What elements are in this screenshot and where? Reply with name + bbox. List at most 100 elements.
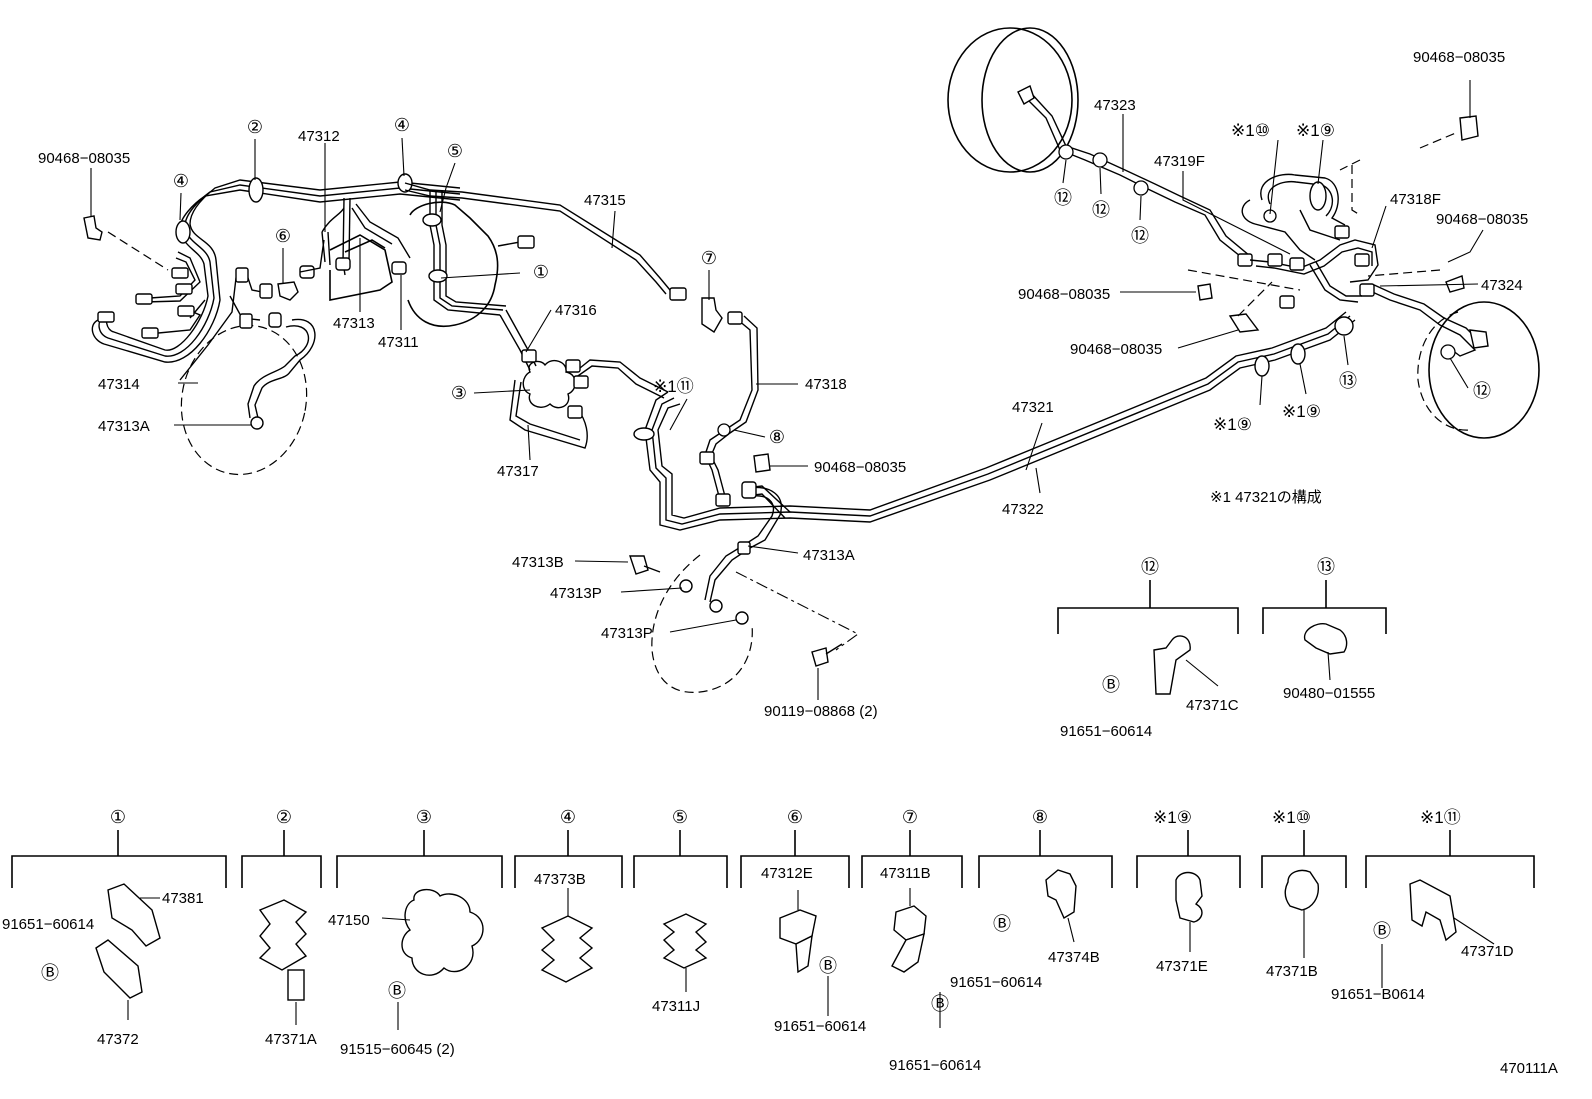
label-47311: 47311: [378, 334, 419, 351]
callout-3: ③: [451, 383, 467, 403]
kit-2-callout: ②: [276, 807, 292, 827]
callout-x9-b: ※1⑨: [1282, 402, 1321, 421]
kit-10-part: 47371B: [1266, 963, 1318, 980]
callout-4-left: ④: [173, 171, 189, 191]
rear-drum-right: [1359, 283, 1540, 439]
main-callouts: ② ④ ⑤ ④ ⑥ ① ③ ⑦ ※1⑪ ⑧ ⑫ ⑫ ⑫ ※1⑩ ※1⑨ ⑬ ※1…: [173, 115, 1491, 447]
kit-13-callout: ⑬: [1317, 557, 1335, 577]
label-90468-08035-top-right: 90468−08035: [1413, 49, 1505, 66]
label-47313a-left: 47313A: [98, 418, 150, 435]
diagram-id: 470111A: [1500, 1060, 1558, 1077]
kit-1-bolt: 91651−60614: [2, 916, 94, 933]
pipe-47318: [699, 297, 771, 507]
kit-11-callout: ※1⑪: [1420, 808, 1461, 827]
kit-9: ※1⑨ 47371E: [1136, 808, 1241, 975]
callout-12-c: ⑫: [1131, 226, 1149, 246]
label-47319f: 47319F: [1154, 153, 1205, 170]
label-47318f: 47318F: [1390, 191, 1441, 208]
kit-1: ① 47381 91651−60614 Ⓑ 47372: [2, 807, 227, 1048]
pipe-47314-branch: [179, 267, 299, 381]
kit-11-part: 47371D: [1461, 943, 1514, 960]
kit-1-part-a: 47381: [162, 890, 204, 907]
kit-11: ※1⑪ Ⓑ 47371D 91651−B0614: [1331, 808, 1535, 1003]
kit-5-part: 47311J: [652, 998, 700, 1015]
callout-2: ②: [247, 117, 263, 137]
label-47315: 47315: [584, 192, 626, 209]
kit-4-callout: ④: [560, 807, 576, 827]
callout-x9-a: ※1⑨: [1213, 415, 1252, 434]
kit-1-bolt-mark: Ⓑ: [41, 963, 59, 983]
kit-8-bolt-mark: Ⓑ: [993, 914, 1011, 934]
master-cylinder: [299, 182, 687, 327]
kit-12-bolt: 91651−60614: [1060, 723, 1152, 740]
front-left-brake-assembly: [180, 312, 316, 476]
kit-4: ④ 47373B: [514, 807, 623, 983]
kit-6-bolt: 91651−60614: [774, 1018, 866, 1035]
label-47323: 47323: [1094, 97, 1136, 114]
note-47321-composition: ※1 47321の構成: [1210, 489, 1322, 506]
kit-5-callout: ⑤: [672, 807, 688, 827]
kit-11-bolt-mark: Ⓑ: [1373, 921, 1391, 941]
label-47314: 47314: [98, 376, 140, 393]
main-labels: 90468−08035 47312 47315 47313 47311 4731…: [38, 49, 1528, 720]
label-90468-08035-right-3: 90468−08035: [1070, 341, 1162, 358]
kit-12-part: 47371C: [1186, 697, 1239, 714]
callout-12-b: ⑫: [1092, 200, 1110, 220]
kit-8-callout: ⑧: [1032, 807, 1048, 827]
label-90468-08035-left: 90468−08035: [38, 150, 130, 167]
left-pipe-bundle: [91, 173, 461, 363]
kit-11-bolt: 91651−B0614: [1331, 986, 1425, 1003]
kit-9-callout: ※1⑨: [1153, 808, 1192, 827]
kit-2: ② 47371A: [241, 807, 322, 1048]
kit-8-part: 47374B: [1048, 949, 1100, 966]
label-47312: 47312: [298, 128, 340, 145]
kit-3-bolt: 91515−60645 (2): [340, 1041, 455, 1058]
kit-8: ⑧ Ⓑ 91651−60614 47374B: [950, 807, 1113, 991]
proportioning-valve: [499, 309, 669, 449]
kit-13-part: 90480−01555: [1283, 685, 1375, 702]
kit-9-part: 47371E: [1156, 958, 1208, 975]
kit-6-bolt-mark: Ⓑ: [819, 956, 837, 976]
label-90119-08868: 90119−08868 (2): [764, 703, 878, 720]
kit-10-callout: ※1⑩: [1272, 808, 1311, 827]
label-47318: 47318: [805, 376, 847, 393]
kit-8-bolt: 91651−60614: [950, 974, 1042, 991]
kit-5: ⑤ 47311J: [633, 807, 728, 1015]
callout-8: ⑧: [769, 427, 785, 447]
callout-13: ⑬: [1339, 371, 1357, 391]
label-47321: 47321: [1012, 399, 1054, 416]
kit-7-bolt: 91651−60614: [889, 1057, 981, 1074]
label-90468-08035-mid: 90468−08035: [814, 459, 906, 476]
callout-x10: ※1⑩: [1231, 121, 1270, 140]
label-47324: 47324: [1481, 277, 1523, 294]
kit-6-callout: ⑥: [787, 807, 803, 827]
kit-1-part-b: 47372: [97, 1031, 139, 1048]
kit-12-bolt-mark: Ⓑ: [1102, 675, 1120, 695]
kit-7-bolt-mark: Ⓑ: [931, 994, 949, 1014]
callout-4-top: ④: [394, 115, 410, 135]
callout-12-d: ⑫: [1473, 381, 1491, 401]
kit-6-part: 47312E: [761, 865, 813, 882]
kit-2-part: 47371A: [265, 1031, 317, 1048]
callout-5: ⑤: [447, 141, 463, 161]
leader-lines: [83, 80, 1484, 700]
callout-7: ⑦: [701, 248, 717, 268]
label-47313p-1: 47313P: [550, 585, 602, 602]
kit-3-bolt-mark: Ⓑ: [388, 981, 406, 1001]
kit-7: ⑦ 47311B Ⓑ 91651−60614: [861, 807, 981, 1074]
kit-1-callout: ①: [110, 807, 126, 827]
front-right-brake-assembly: [629, 481, 860, 693]
kit-4-part: 47373B: [534, 871, 586, 888]
kit-7-callout: ⑦: [902, 807, 918, 827]
kit-12-callout: ⑫: [1141, 557, 1159, 577]
label-90468-08035-right-2: 90468−08035: [1018, 286, 1110, 303]
kit-3: ③ 47150 Ⓑ 91515−60645 (2): [328, 807, 503, 1058]
kit-3-part: 47150: [328, 912, 370, 929]
label-47313: 47313: [333, 315, 375, 332]
label-47313b: 47313B: [512, 554, 564, 571]
label-47313a-mid: 47313A: [803, 547, 855, 564]
callout-x9-top: ※1⑨: [1296, 121, 1335, 140]
label-47322: 47322: [1002, 501, 1044, 518]
kit-13: ⑬ 90480−01555: [1262, 557, 1387, 702]
